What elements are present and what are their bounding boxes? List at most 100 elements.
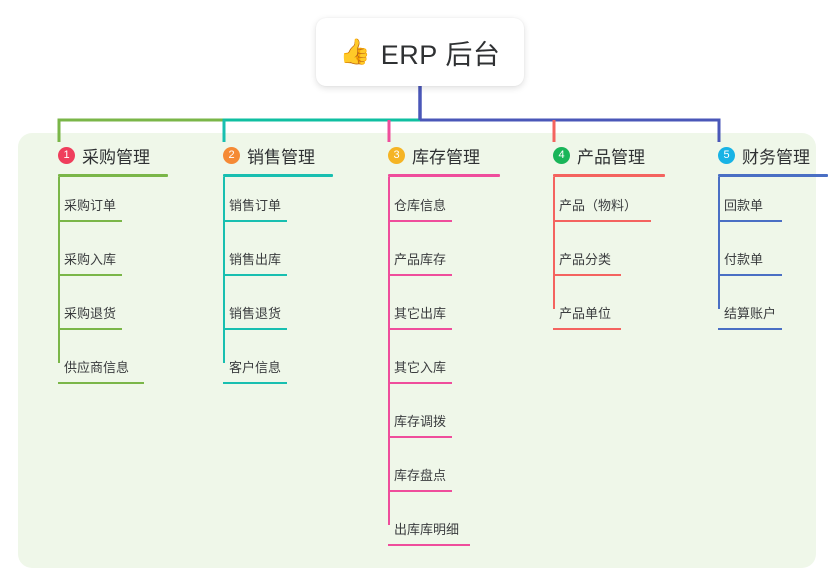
branch-underline	[388, 174, 500, 177]
thumbs-up-icon: 👍	[339, 37, 371, 66]
branch-column-2: 2 销售管理销售订单销售出库销售退货客户信息	[201, 140, 333, 403]
leaf-label: 库存盘点	[394, 468, 447, 483]
leaf-label: 销售出库	[229, 252, 282, 267]
leaf-node[interactable]: 客户信息	[201, 361, 287, 384]
leaf-underline	[388, 328, 452, 330]
branch-number-badge: 1	[58, 146, 75, 164]
leaf-node[interactable]: 回款单	[696, 199, 782, 222]
branch-header-3[interactable]: 3 库存管理	[366, 140, 500, 170]
branch-title: 库存管理	[412, 147, 480, 167]
leaf-node[interactable]: 采购入库	[36, 253, 122, 276]
branch-number-badge: 4	[553, 146, 570, 164]
leaf-spine	[553, 177, 555, 309]
branch-header-4[interactable]: 4 产品管理	[531, 140, 665, 170]
leaf-list: 采购订单采购入库采购退货供应商信息	[36, 177, 168, 403]
leaf-underline	[553, 274, 621, 276]
leaf-node[interactable]: 产品单位	[531, 307, 621, 330]
leaf-label: 库存调拨	[394, 414, 447, 429]
leaf-underline	[718, 220, 782, 222]
leaf-list: 仓库信息产品库存其它出库其它入库库存调拨库存盘点出库库明细	[366, 177, 500, 565]
branch-column-5: 5 财务管理回款单付款单结算账户	[696, 140, 828, 349]
leaf-underline	[58, 382, 144, 384]
leaf-label: 其它入库	[394, 360, 447, 375]
leaf-spine	[388, 177, 390, 525]
leaf-underline	[223, 382, 287, 384]
leaf-underline	[223, 274, 287, 276]
leaf-spine	[718, 177, 720, 309]
leaf-label: 采购订单	[64, 198, 117, 213]
leaf-label: 出库库明细	[394, 522, 460, 537]
leaf-underline	[553, 328, 621, 330]
leaf-underline	[718, 328, 782, 330]
leaf-label: 产品库存	[394, 252, 447, 267]
diagram-panel	[18, 133, 816, 568]
leaf-node[interactable]: 出库库明细	[366, 523, 470, 546]
leaf-spine	[223, 177, 225, 363]
leaf-underline	[58, 274, 122, 276]
leaf-label: 回款单	[724, 198, 764, 213]
branch-underline	[553, 174, 665, 177]
leaf-node[interactable]: 其它出库	[366, 307, 452, 330]
branch-header-2[interactable]: 2 销售管理	[201, 140, 333, 170]
branch-number-badge: 5	[718, 146, 735, 164]
leaf-underline	[58, 220, 122, 222]
leaf-label: 销售订单	[229, 198, 282, 213]
branch-underline	[223, 174, 333, 177]
leaf-underline	[58, 328, 122, 330]
leaf-underline	[223, 220, 287, 222]
branch-column-1: 1 采购管理采购订单采购入库采购退货供应商信息	[36, 140, 168, 403]
leaf-node[interactable]: 其它入库	[366, 361, 452, 384]
leaf-node[interactable]: 销售订单	[201, 199, 287, 222]
leaf-label: 付款单	[724, 252, 764, 267]
leaf-label: 其它出库	[394, 306, 447, 321]
branch-title: 产品管理	[577, 147, 645, 167]
leaf-node[interactable]: 产品分类	[531, 253, 621, 276]
leaf-label: 采购入库	[64, 252, 117, 267]
branch-header-5[interactable]: 5 财务管理	[696, 140, 828, 170]
leaf-underline	[718, 274, 782, 276]
leaf-node[interactable]: 产品（物料）	[531, 199, 651, 222]
branch-number-badge: 2	[223, 146, 240, 164]
leaf-underline	[388, 382, 452, 384]
leaf-label: 产品分类	[559, 252, 612, 267]
leaf-label: 采购退货	[64, 306, 117, 321]
branch-title: 采购管理	[82, 147, 150, 167]
leaf-underline	[388, 220, 452, 222]
branch-title: 销售管理	[247, 147, 315, 167]
leaf-label: 供应商信息	[64, 360, 130, 375]
root-title: ERP 后台	[380, 39, 501, 70]
leaf-label: 产品（物料）	[559, 198, 638, 213]
branch-title: 财务管理	[742, 147, 810, 167]
leaf-node[interactable]: 采购订单	[36, 199, 122, 222]
leaf-label: 结算账户	[724, 306, 777, 321]
branch-column-4: 4 产品管理产品（物料） 产品分类产品单位	[531, 140, 665, 349]
leaf-underline	[388, 490, 452, 492]
branch-column-3: 3 库存管理仓库信息产品库存其它出库其它入库库存调拨库存盘点出库库明细	[366, 140, 500, 565]
leaf-node[interactable]: 销售出库	[201, 253, 287, 276]
root-node[interactable]: 👍 ERP 后台	[316, 18, 524, 86]
leaf-label: 仓库信息	[394, 198, 447, 213]
leaf-spine	[58, 177, 60, 363]
leaf-node[interactable]: 供应商信息	[36, 361, 144, 384]
leaf-node[interactable]: 采购退货	[36, 307, 122, 330]
leaf-node[interactable]: 结算账户	[696, 307, 782, 330]
branch-number-badge: 3	[388, 146, 405, 164]
branch-underline	[58, 174, 168, 177]
leaf-underline	[553, 220, 651, 222]
leaf-node[interactable]: 产品库存	[366, 253, 452, 276]
leaf-label: 客户信息	[229, 360, 282, 375]
leaf-underline	[388, 436, 452, 438]
branch-underline	[718, 174, 828, 177]
leaf-node[interactable]: 销售退货	[201, 307, 287, 330]
leaf-list: 产品（物料） 产品分类产品单位	[531, 177, 665, 349]
leaf-node[interactable]: 付款单	[696, 253, 782, 276]
leaf-node[interactable]: 库存盘点	[366, 469, 452, 492]
leaf-node[interactable]: 仓库信息	[366, 199, 452, 222]
leaf-list: 回款单付款单结算账户	[696, 177, 828, 349]
leaf-underline	[388, 274, 452, 276]
leaf-node[interactable]: 库存调拨	[366, 415, 452, 438]
branch-header-1[interactable]: 1 采购管理	[36, 140, 168, 170]
leaf-list: 销售订单销售出库销售退货客户信息	[201, 177, 333, 403]
leaf-label: 销售退货	[229, 306, 282, 321]
